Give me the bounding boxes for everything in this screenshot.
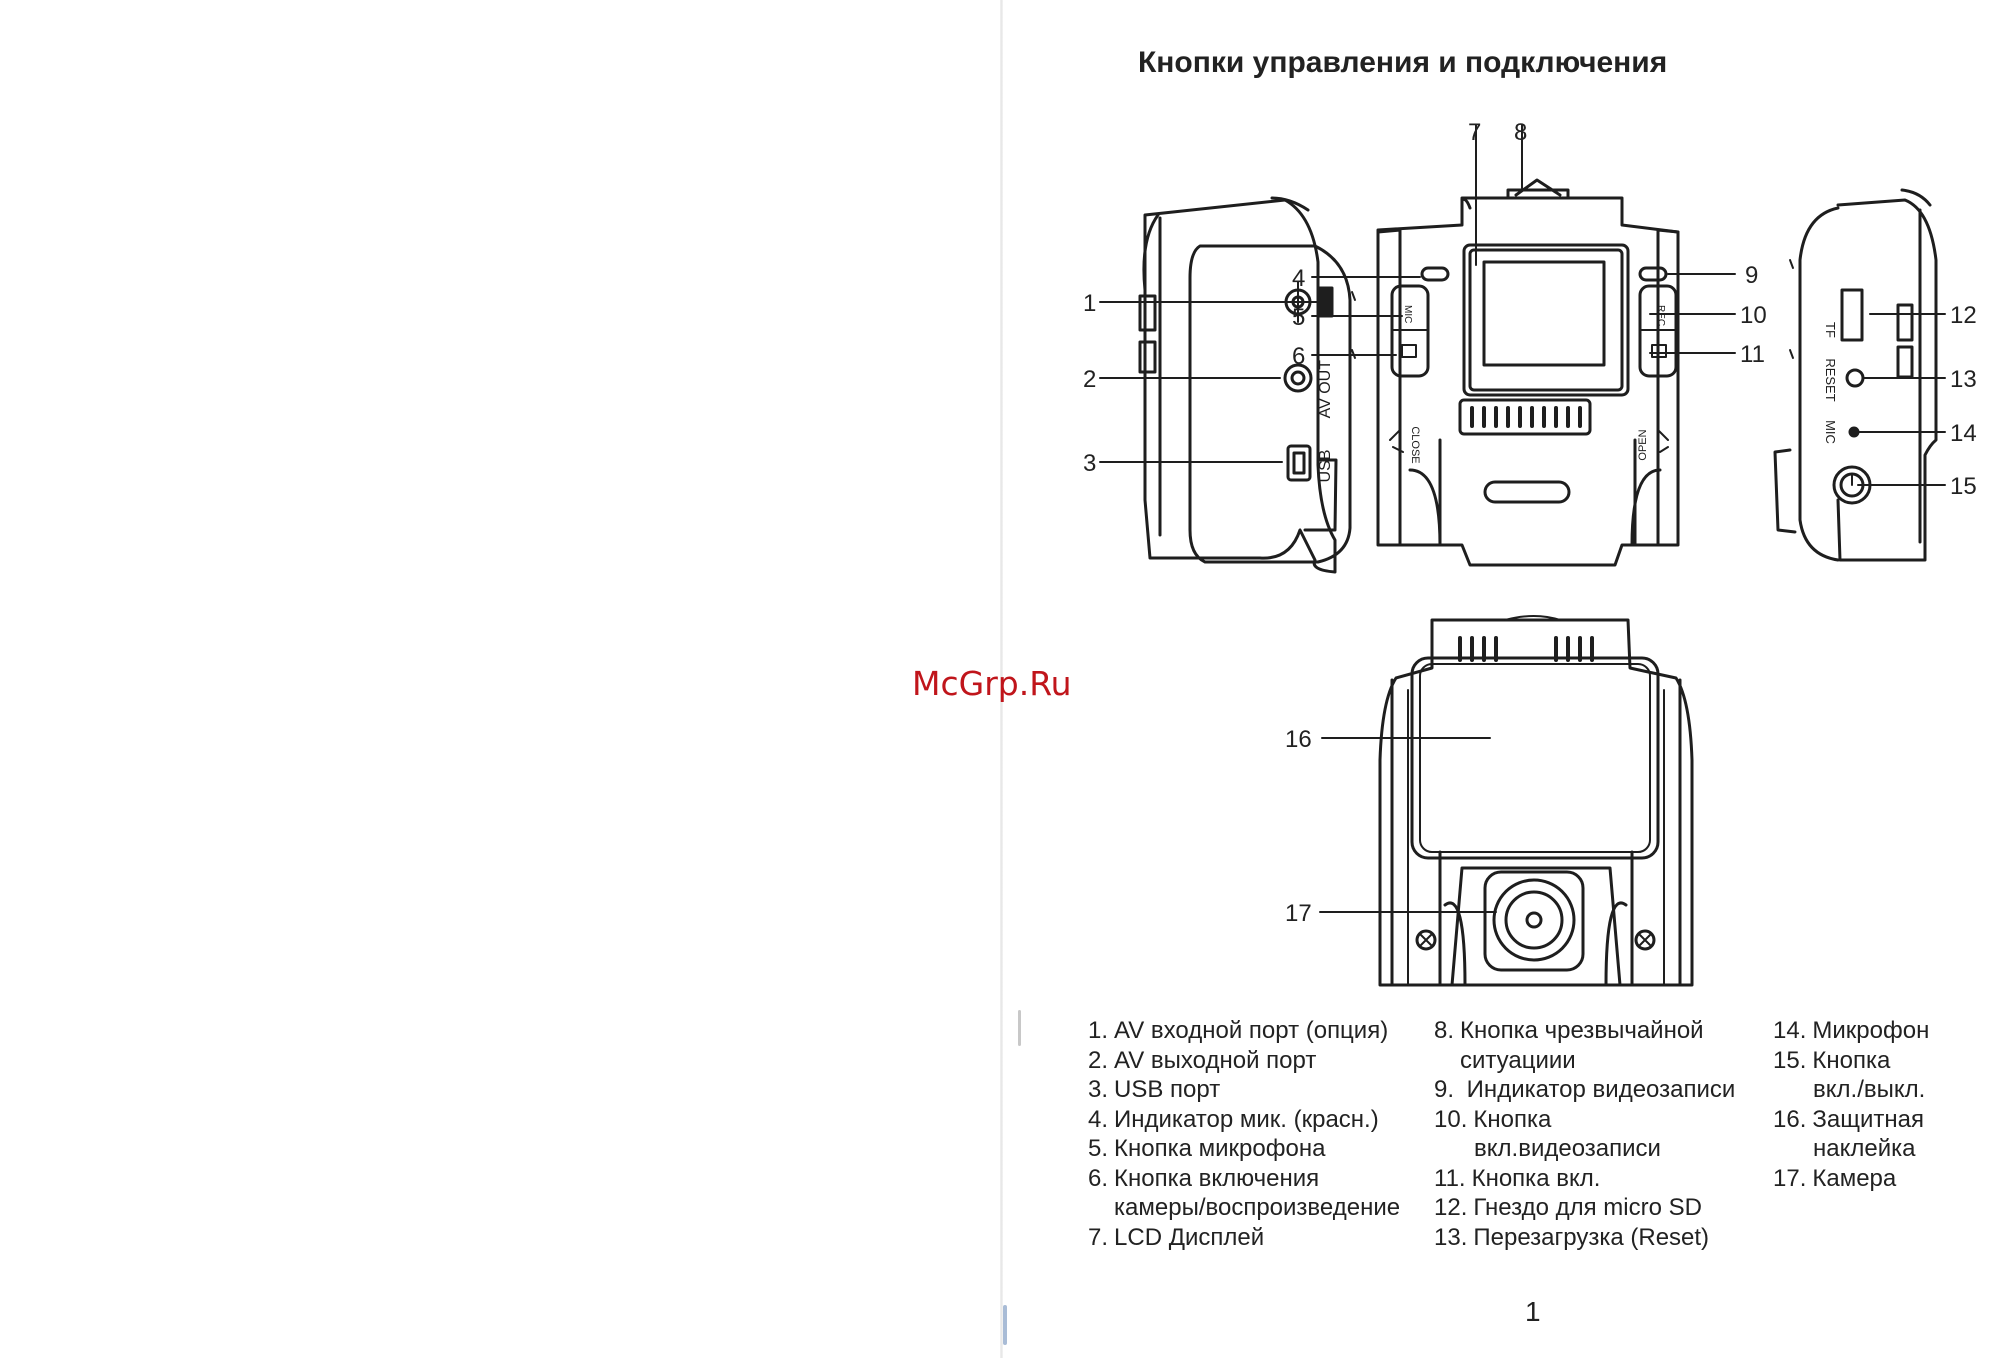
legend-item-continued: наклейка [1813,1135,1916,1162]
callout-17: 17 [1285,900,1312,927]
legend-item: 7.LCD Дисплей [1088,1223,1265,1251]
callout-13: 13 [1950,366,1977,393]
label-mic: MIC [1402,305,1413,323]
legend-item: 6.Кнопка включения [1088,1164,1320,1192]
callout-4: 4 [1292,265,1305,292]
callout-10: 10 [1740,302,1767,329]
legend-column-1: 1.AV входной порт (опция) 2.AV выходной … [1088,1016,1400,1252]
right-side-view [1773,188,1938,562]
legend-item: 4.Индикатор мик. (красн.) [1088,1105,1379,1133]
label-av-out: AV OUT [1317,360,1334,419]
legend-item-continued: камеры/воспроизведение [1114,1194,1401,1221]
label-mic-side: MIC [1823,420,1838,444]
legend-item: 2.AV выходной порт [1088,1046,1317,1074]
legend-column-3: 14.Микрофон 15.Кнопка вкл./выкл. 16.Защи… [1773,1016,1929,1193]
label-close: CLOSE [1409,426,1421,463]
callout-1: 1 [1083,290,1096,317]
callout-5: 5 [1292,304,1305,331]
legend-item: 15.Кнопка [1773,1046,1891,1074]
label-reset: RESET [1823,358,1838,401]
callout-9: 9 [1745,262,1758,289]
callout-8: 8 [1514,119,1527,146]
leader-lines [1099,124,1946,913]
label-rec: REC [1655,305,1666,326]
callout-14: 14 [1950,420,1977,447]
scan-mark [1003,1305,1007,1345]
front-view [1376,178,1680,567]
legend-item: 10.Кнопка [1434,1105,1552,1133]
back-view [1378,615,1694,987]
legend-item: 11.Кнопка вкл. [1434,1164,1601,1192]
right-manual-page [1002,0,2005,1358]
callout-16: 16 [1285,726,1312,753]
page-number: 1 [1525,1296,1541,1327]
label-usb: USB [1317,450,1334,483]
callout-2: 2 [1083,366,1096,393]
legend-item: 17.Камера [1773,1164,1897,1192]
legend-item: 14.Микрофон [1773,1017,1930,1044]
legend-item: 3.USB порт [1088,1076,1221,1103]
legend-item: 8.Кнопка чрезвычайной [1434,1017,1704,1044]
page-fold [1000,0,1003,1358]
legend-item-continued: вкл./выкл. [1813,1076,1926,1103]
legend-item-continued: ситуациии [1460,1046,1576,1074]
legend-column-2: 8.Кнопка чрезвычайной ситуациии 9. Индик… [1434,1016,1735,1252]
legend-item: 13.Перезагрузка (Reset) [1434,1223,1710,1251]
left-side-view [1138,196,1356,574]
left-blank-page [0,0,1002,1358]
page-title: Кнопки управления и подключения [1138,46,1668,79]
legend-item: 9. Индикатор видеозаписи [1434,1076,1736,1103]
legend-item: 12.Гнездо для micro SD [1434,1194,1702,1221]
callout-12: 12 [1950,302,1977,329]
legend-item: 16.Защитная [1773,1105,1924,1133]
legend-item: 5.Кнопка микрофона [1088,1135,1326,1162]
callout-6: 6 [1292,343,1305,370]
legend-item-continued: вкл.видеозаписи [1474,1135,1661,1162]
callout-7: 7 [1468,119,1481,146]
scan-mark [1018,1010,1021,1046]
label-open: OPEN [1637,429,1649,460]
callout-11: 11 [1740,341,1765,368]
callout-3: 3 [1083,450,1096,477]
legend-item: 1.AV входной порт (опция) [1088,1017,1389,1044]
watermark: McGrp.Ru [912,664,1072,703]
callout-15: 15 [1950,473,1977,500]
label-tf: TF [1823,322,1838,338]
